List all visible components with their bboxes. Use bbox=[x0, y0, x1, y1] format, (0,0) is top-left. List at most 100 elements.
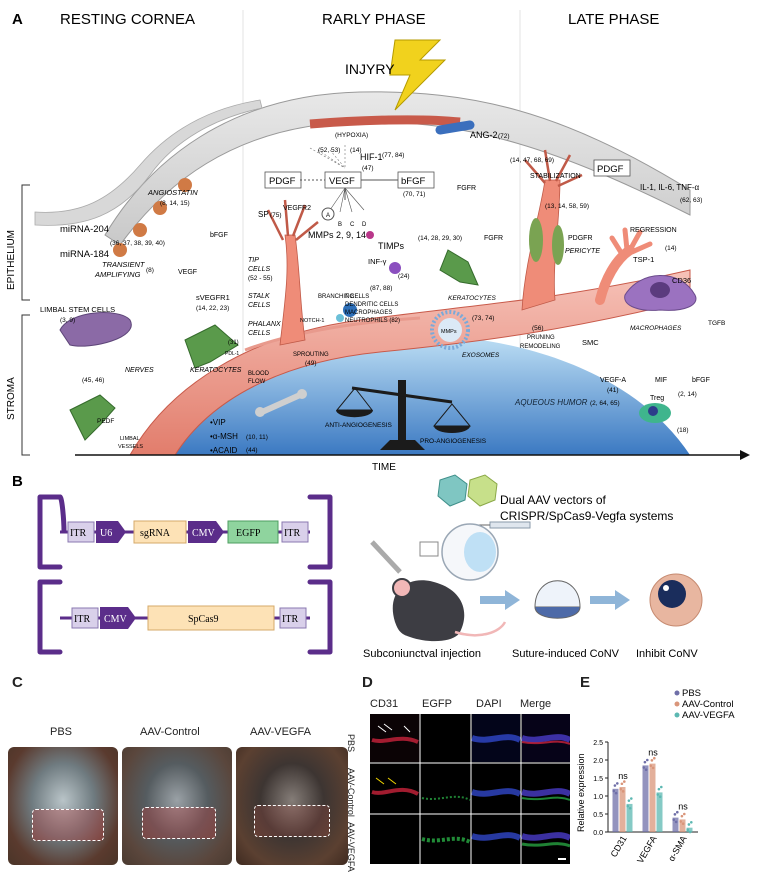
data-point bbox=[660, 785, 663, 789]
row-pbs: PBS bbox=[346, 734, 356, 753]
msh-label: •α-MSH bbox=[210, 432, 238, 441]
vip-label: •VIP bbox=[210, 418, 226, 427]
data-point bbox=[673, 813, 677, 816]
anti-label: ANTI-ANGIOGENESIS bbox=[325, 422, 392, 429]
panel-b-letter: B bbox=[12, 473, 23, 490]
photo-label-aav-control: AAV-Control bbox=[140, 726, 200, 738]
data-point bbox=[628, 806, 632, 810]
vegfa-late: VEGF-A bbox=[600, 377, 626, 384]
hif-label: HIF-1 bbox=[360, 152, 383, 162]
ref-31: (31) bbox=[228, 340, 239, 346]
legend-label: PBS bbox=[682, 688, 701, 699]
immune-3: MACROPHAGES bbox=[345, 310, 392, 316]
data-point bbox=[676, 810, 679, 814]
panel-a-diagram: A RESTING CORNEA RARLY PHASE LATE PHASE … bbox=[6, 10, 750, 470]
data-point bbox=[649, 764, 652, 768]
limbal-vessels-2: VESSELS bbox=[118, 444, 143, 450]
infy-ref: (24) bbox=[398, 273, 410, 280]
pdgf-right: PDGF bbox=[597, 164, 624, 175]
x-category-label: CD31 bbox=[609, 834, 629, 859]
photo-label-pbs: PBS bbox=[50, 726, 73, 738]
col-merge: Merge bbox=[520, 698, 552, 710]
data-point bbox=[643, 760, 647, 764]
tip-cell-sprout bbox=[279, 234, 306, 346]
y-tick-label: 2.5 bbox=[593, 740, 603, 747]
data-point bbox=[657, 787, 661, 791]
ref-14: (14) bbox=[350, 147, 362, 154]
data-point bbox=[619, 787, 622, 791]
treg-ref: (18) bbox=[677, 427, 689, 434]
pro-label: PRO-ANGIOGENESIS bbox=[420, 438, 487, 445]
data-point bbox=[650, 759, 654, 762]
ref-44: (44) bbox=[246, 447, 258, 454]
stroma-label: STROMA bbox=[6, 377, 17, 420]
blood-label-1: BLOOD bbox=[248, 371, 270, 377]
mouse-icon bbox=[392, 580, 465, 642]
immune-2: DENDRITIC CELLS bbox=[345, 302, 398, 308]
pruning-label: PRUNING bbox=[527, 335, 555, 341]
pericyte-label: PERICYTE bbox=[565, 248, 600, 255]
late-ref2: (2, 14) bbox=[678, 391, 697, 398]
phalanx-cells-1: PHALANX bbox=[248, 321, 281, 328]
exosomes-label: EXOSOMES bbox=[462, 352, 500, 359]
y-axis-label: Relative expression bbox=[576, 753, 586, 832]
bar-α-SMA-AAV-Control bbox=[679, 819, 686, 832]
limbal-label: LIMBAL STEM CELLS bbox=[40, 305, 115, 314]
bfgf-late: bFGF bbox=[692, 377, 710, 384]
data-point bbox=[653, 756, 656, 760]
y-tick-label: 0.0 bbox=[593, 830, 603, 837]
balance-scale bbox=[335, 380, 472, 450]
data-point bbox=[656, 793, 659, 796]
abcd-d: D bbox=[362, 222, 367, 228]
pedf-label: PEDF bbox=[97, 418, 114, 425]
col-dapi: DAPI bbox=[476, 698, 502, 710]
row-aav-vegfa: AAV-VEGFA bbox=[346, 822, 356, 872]
vec2-itr2: ITR bbox=[282, 614, 298, 625]
bfgf-box: bFGF bbox=[401, 176, 425, 187]
step-inhibit: Inhibit CoNV bbox=[636, 648, 698, 660]
eye-photo-aav-vegfa bbox=[236, 747, 348, 865]
ang2-ref: (72) bbox=[498, 133, 510, 140]
phase-late-label: LATE PHASE bbox=[568, 11, 659, 28]
data-point bbox=[626, 804, 629, 808]
limbal-stem-cells bbox=[59, 312, 132, 347]
abcd-c: C bbox=[350, 222, 355, 228]
mmps-circle: MMPs bbox=[441, 329, 457, 335]
vec1-itr1: ITR bbox=[70, 528, 86, 539]
sprout-ref: (49) bbox=[305, 360, 317, 367]
step-injection: Subconiunctval injection bbox=[363, 648, 481, 660]
data-point bbox=[651, 766, 655, 770]
x-category-label: VEGFA bbox=[635, 834, 659, 865]
hif-ref: (77, 84) bbox=[382, 152, 404, 159]
photo-label-aav-vegfa: AAV-VEGFA bbox=[250, 726, 311, 738]
macrophages-late: MACROPHAGES bbox=[630, 325, 682, 332]
timps-label: TIMPs bbox=[378, 241, 404, 251]
tsp-ref: (14) bbox=[665, 245, 677, 252]
vegf-box: VEGF bbox=[329, 176, 355, 187]
sprouting-label: SPROUTING bbox=[293, 352, 329, 358]
fgfr-right: FGFR bbox=[484, 235, 503, 242]
eye-photo-aav-control bbox=[122, 747, 232, 865]
dual-aav-line2: CRISPR/SpCas9-Vegfa systems bbox=[500, 509, 673, 523]
bar-VEGFA-AAV-VEGFA bbox=[656, 792, 663, 832]
data-point bbox=[683, 812, 686, 816]
exo-ref: (73, 74) bbox=[472, 315, 494, 322]
hypoxia-label: (HYPOXIA) bbox=[335, 132, 368, 139]
data-point bbox=[672, 818, 675, 822]
data-point bbox=[616, 782, 619, 785]
ref-mid: (14, 28, 29, 30) bbox=[418, 235, 462, 242]
vec1-cmv: CMV bbox=[192, 528, 216, 539]
abcd-a: A bbox=[326, 213, 330, 219]
ref-8: (8) bbox=[146, 267, 154, 274]
bar-VEGFA-AAV-Control bbox=[649, 763, 656, 832]
exosome bbox=[430, 310, 470, 350]
bfgf-epi: bFGF bbox=[210, 232, 228, 239]
il-ref: (62, 63) bbox=[680, 197, 702, 204]
remodeling-label: REMODELING bbox=[520, 344, 561, 350]
stalk-cells-1: STALK bbox=[248, 293, 270, 300]
stalk-cells-2: CELLS bbox=[248, 302, 271, 309]
nerves-label: NERVES bbox=[125, 367, 154, 374]
tgfb-label: TGFB bbox=[708, 320, 725, 327]
eye-photo-pbs bbox=[8, 747, 118, 865]
notch-label: NOTCH-1 bbox=[300, 318, 324, 324]
